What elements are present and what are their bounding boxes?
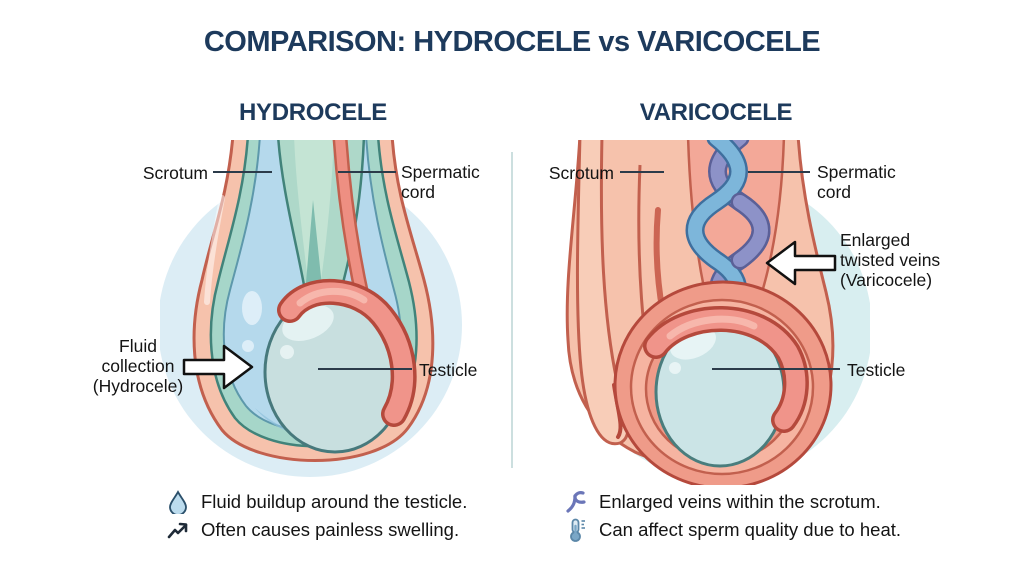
water-droplet-icon (165, 489, 191, 515)
note-text: Can affect sperm quality due to heat. (599, 519, 902, 540)
note-fluid-buildup: Fluid buildup around the testicle. (165, 489, 467, 515)
page-title: COMPARISON: HYDROCELE vs VARICOCELE (203, 26, 821, 58)
leader-line (318, 368, 412, 370)
leader-line (213, 171, 272, 173)
heading-varicocele: VARICOCELE (639, 99, 793, 126)
label-scrotum-left: Scrotum (142, 163, 208, 183)
panel-divider (511, 152, 513, 468)
heading-hydrocele: HYDROCELE (239, 99, 387, 126)
label-testicle-left: Testicle (419, 360, 478, 380)
cord-vessel (335, 140, 368, 305)
leader-line (338, 171, 396, 173)
testicle-highlight (669, 362, 681, 374)
skin-highlight (204, 195, 225, 305)
note-text: Enlarged veins within the scrotum. (599, 491, 881, 512)
trend-up-arrow-icon (165, 517, 191, 543)
epididymis-highlight (666, 315, 758, 340)
epididymis-highlight (296, 287, 368, 307)
note-text: Fluid buildup around the testicle. (201, 491, 468, 512)
leader-line (712, 368, 840, 370)
label-fluid-collection: Fluid collection (Hydrocele) (92, 336, 184, 396)
hydrocele-diagram (160, 140, 462, 477)
cord-inner-wedge (304, 200, 324, 306)
label-spermatic-cord-left: Spermatic cord (401, 162, 480, 202)
note-text: Often causes painless swelling. (201, 519, 460, 540)
veins-pointer-arrow (765, 240, 837, 286)
penile-fold (575, 140, 630, 446)
leader-line (620, 171, 664, 173)
thermometer-icon (563, 517, 589, 543)
testicle-highlight (280, 345, 294, 359)
note-sperm-quality: Can affect sperm quality due to heat. (563, 517, 901, 543)
fluid-bubble (242, 340, 254, 352)
note-enlarged-veins: Enlarged veins within the scrotum. (563, 489, 881, 515)
fluid-pointer-arrow (182, 344, 254, 390)
leader-line (748, 171, 810, 173)
label-scrotum-right: Scrotum (548, 163, 614, 183)
label-enlarged-veins: Enlarged twisted veins (Varicocele) (840, 230, 941, 290)
fluid-bubble (242, 291, 262, 325)
label-spermatic-cord-right: Spermatic cord (817, 162, 896, 202)
note-painless-swelling: Often causes painless swelling. (165, 517, 459, 543)
vein-branch-icon (563, 489, 589, 515)
label-testicle-right: Testicle (847, 360, 906, 380)
